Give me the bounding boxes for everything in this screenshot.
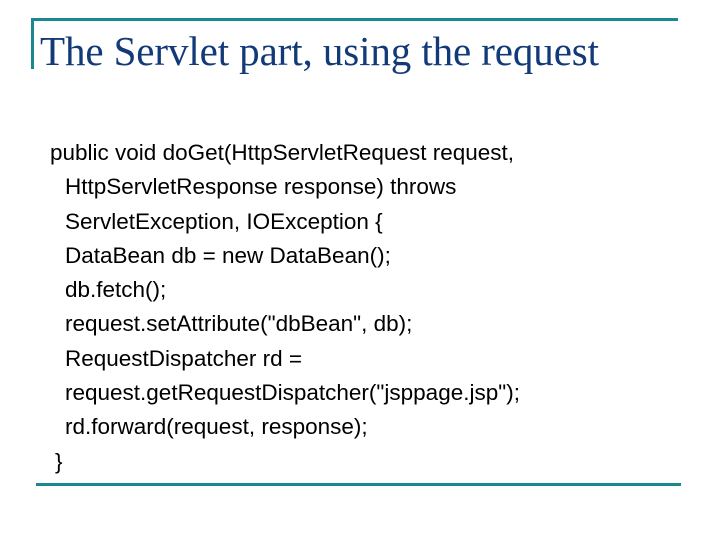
code-line: request.getRequestDispatcher("jsppage.js… [65,380,520,406]
code-line: ServletException, IOException { [65,208,383,234]
footer-rule [36,483,681,486]
title-top-rule [31,18,678,21]
code-line: rd.forward(request, response); [65,414,368,440]
code-line: } [55,448,63,474]
slide-title: The Servlet part, using the request [40,28,599,74]
code-line: RequestDispatcher rd = [65,345,302,371]
code-line: public void doGet(HttpServletRequest req… [50,140,514,165]
code-line: DataBean db = new DataBean(); [65,242,391,268]
code-line: HttpServletResponse response) throws [65,174,457,200]
code-line: db.fetch(); [65,277,167,303]
code-line: request.setAttribute("dbBean", db); [65,311,413,337]
code-block: public void doGet(HttpServletRequest req… [50,136,650,479]
title-left-rule [31,18,34,69]
